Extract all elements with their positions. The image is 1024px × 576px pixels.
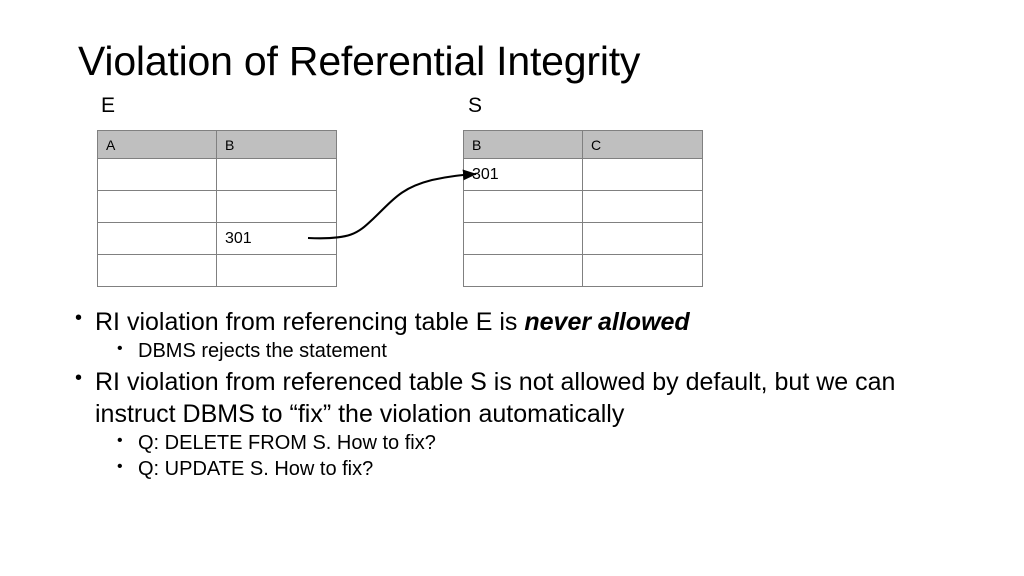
bullet-item-ri-referenced: RI violation from referenced table S is … — [62, 366, 962, 430]
bullet-list: RI violation from referencing table E is… — [62, 306, 962, 484]
bullet-item-q-delete: Q: DELETE FROM S. How to fix? — [62, 431, 962, 457]
bullet-text: RI violation from referenced table S is … — [95, 367, 896, 428]
bullet-item-q-update: Q: UPDATE S. How to fix? — [62, 457, 962, 483]
page-title: Violation of Referential Integrity — [78, 38, 641, 84]
table-row — [97, 254, 337, 287]
table-row — [463, 254, 703, 287]
table-s-cell — [582, 254, 703, 287]
table-e-col-header-b: B — [216, 130, 337, 159]
table-row: 301 — [463, 158, 703, 191]
table-e-cell — [97, 190, 217, 223]
bullet-text: Q: UPDATE S. How to fix? — [138, 458, 374, 481]
table-s-col-header-c: C — [582, 130, 703, 159]
table-e-cell — [97, 158, 217, 191]
table-s-cell — [582, 158, 703, 191]
table-e-cell — [216, 158, 337, 191]
table-s-col-header-b: B — [463, 130, 583, 159]
bullet-item-ri-referencing: RI violation from referencing table E is… — [62, 306, 962, 338]
bullet-item-dbms-rejects: DBMS rejects the statement — [62, 339, 962, 365]
table-e-cell-fk-value: 301 — [216, 222, 337, 255]
table-e-cell — [216, 254, 337, 287]
table-row — [97, 190, 337, 223]
table-row: 301 — [97, 222, 337, 255]
table-s-caption: S — [468, 94, 483, 117]
table-s-cell — [582, 190, 703, 223]
table-e-cell — [97, 222, 217, 255]
bullet-text: Q: DELETE FROM S. How to fix? — [138, 431, 436, 454]
table-s-cell — [582, 222, 703, 255]
table-row — [463, 190, 703, 223]
table-e: A B 301 — [97, 130, 337, 287]
table-s-cell — [463, 222, 583, 255]
table-e-cell — [216, 190, 337, 223]
bullet-text: RI violation from referencing table E is — [95, 308, 525, 336]
table-e-cell — [97, 254, 217, 287]
table-e-caption: E — [101, 94, 116, 117]
table-s-cell-pk-value: 301 — [463, 158, 583, 191]
table-s-header-row: B C — [463, 130, 703, 159]
table-e-col-header-a: A — [97, 130, 217, 159]
table-e-header-row: A B — [97, 130, 337, 159]
table-row — [97, 158, 337, 191]
bullet-emphasis: never allowed — [524, 308, 690, 336]
bullet-text: DBMS rejects the statement — [138, 340, 387, 362]
table-s: B C 301 — [463, 130, 703, 287]
table-row — [463, 222, 703, 255]
table-s-cell — [463, 190, 583, 223]
table-s-cell — [463, 254, 583, 287]
